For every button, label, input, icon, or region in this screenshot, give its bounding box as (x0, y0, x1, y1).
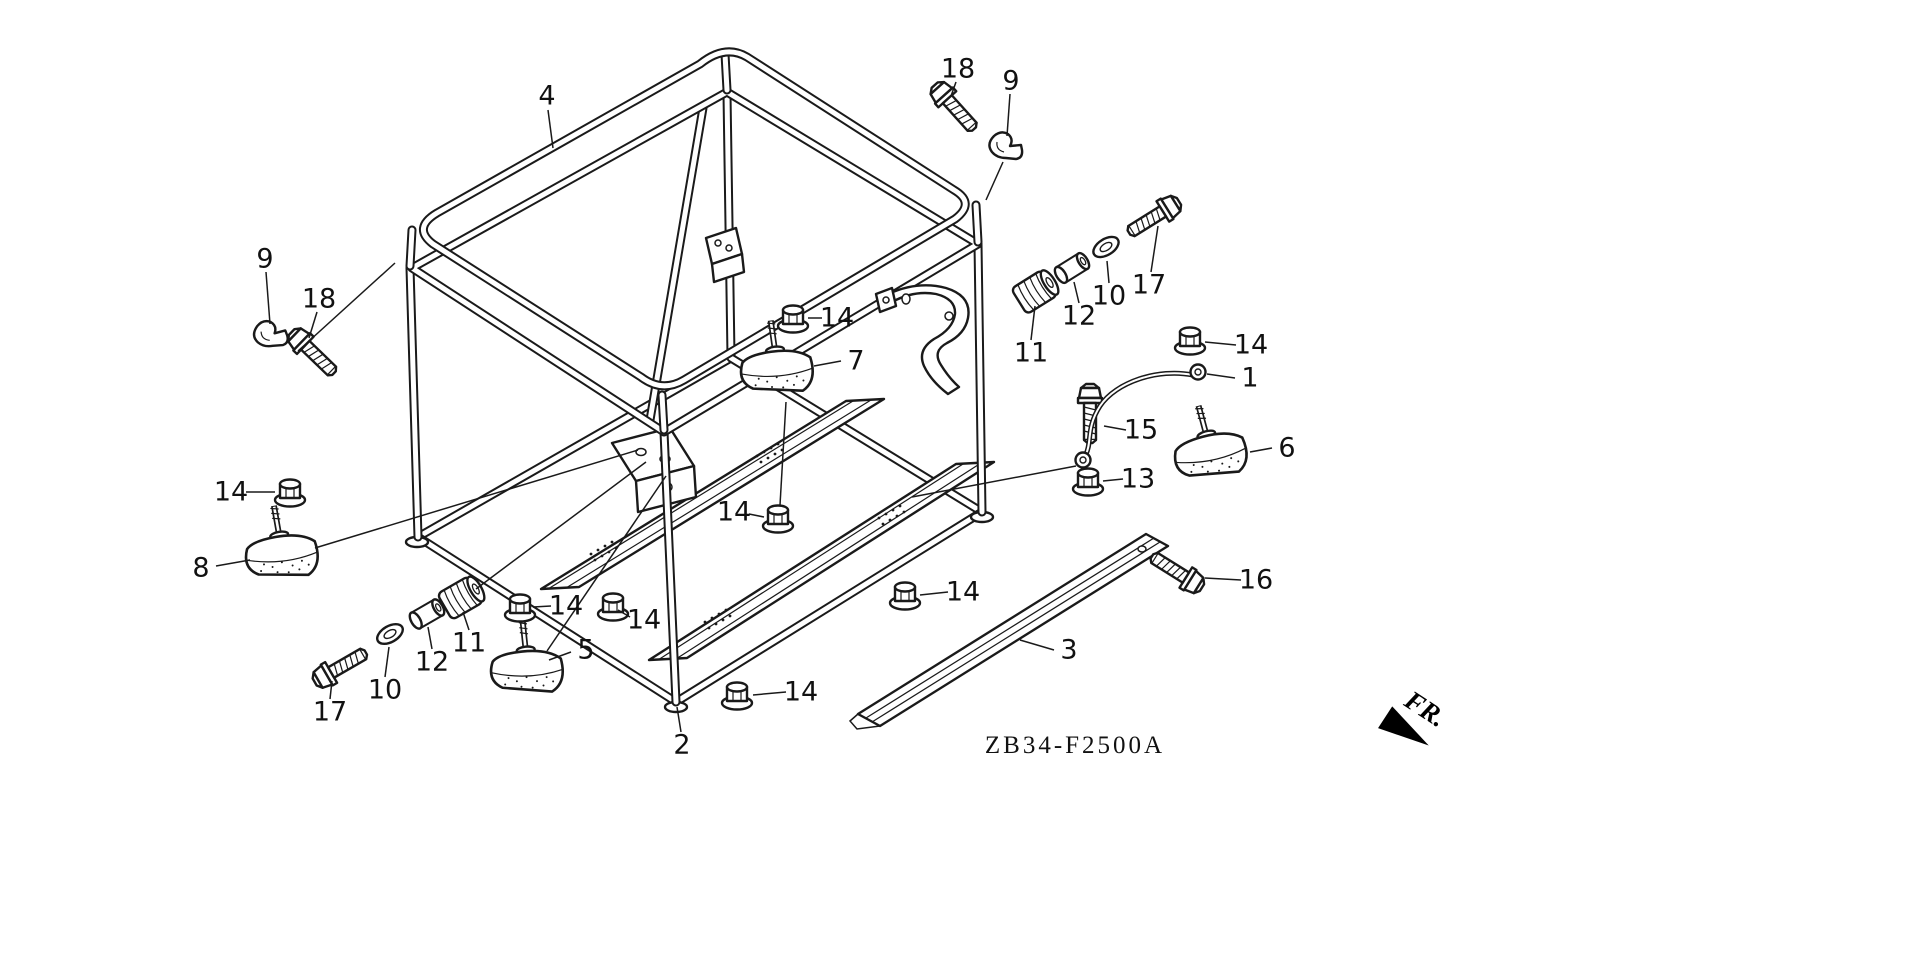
frame-upper-band (405, 49, 983, 437)
callout-18: 18 (940, 53, 976, 85)
ground-cable (1074, 363, 1207, 469)
callout-8: 8 (192, 552, 210, 584)
callout-4: 4 (538, 80, 556, 112)
callout-13: 13 (1120, 463, 1156, 495)
callout-14: 14 (819, 302, 855, 334)
callout-12: 12 (1061, 300, 1097, 332)
callout-14: 14 (716, 496, 752, 528)
callout-6: 6 (1278, 432, 1296, 464)
callout-3: 3 (1060, 634, 1078, 666)
latch-bracket (874, 284, 970, 396)
leader-lines (215, 81, 1273, 733)
callout-9: 9 (1002, 65, 1020, 97)
callout-17: 17 (1131, 269, 1167, 301)
frame-top-rim (419, 47, 970, 391)
side-rail-part3 (848, 532, 1170, 730)
callout-14: 14 (945, 576, 981, 608)
collars (406, 249, 1093, 632)
callout-11: 11 (451, 627, 487, 659)
callout-17: 17 (312, 696, 348, 728)
callout-14: 14 (548, 590, 584, 622)
callout-14: 14 (783, 676, 819, 708)
callout-2: 2 (673, 729, 691, 761)
callout-18: 18 (301, 283, 337, 315)
diagram-code: ZB34-F2500A (984, 732, 1166, 759)
callout-14: 14 (213, 476, 249, 508)
callout-12: 12 (414, 646, 450, 678)
callout-16: 16 (1238, 564, 1274, 596)
callout-10: 10 (1091, 280, 1127, 312)
callout-11: 11 (1013, 337, 1049, 369)
clamps (250, 131, 1024, 351)
callout-1: 1 (1241, 362, 1259, 394)
callout-9: 9 (256, 243, 274, 275)
post-bracket (704, 226, 746, 284)
callout-10: 10 (367, 674, 403, 706)
callout-14: 14 (626, 604, 662, 636)
frame-back-members (413, 89, 987, 542)
callout-15: 15 (1123, 414, 1159, 446)
callout-5: 5 (577, 634, 595, 666)
callout-7: 7 (847, 345, 865, 377)
center-mount-bracket (610, 426, 698, 514)
callout-14: 14 (1233, 329, 1269, 361)
